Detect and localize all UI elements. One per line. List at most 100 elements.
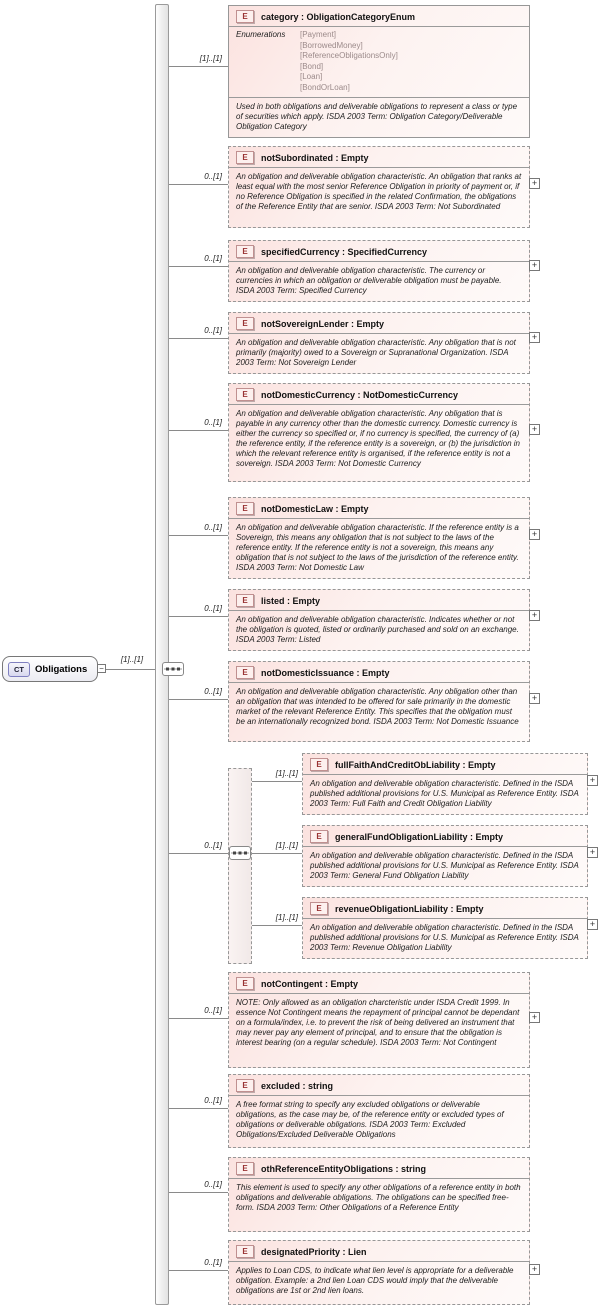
connector-line bbox=[169, 853, 230, 854]
expand-button-notDomesticIssuance[interactable]: + bbox=[529, 693, 540, 704]
expand-button-fullFaithAndCreditObLiability[interactable]: + bbox=[587, 775, 598, 786]
element-notSovereignLender[interactable]: E notSovereignLender : Empty An obligati… bbox=[228, 312, 530, 374]
connector-line bbox=[169, 699, 229, 700]
connector-line bbox=[169, 338, 229, 339]
collapse-toggle[interactable]: − bbox=[97, 664, 106, 673]
element-annotation: An obligation and deliverable obligation… bbox=[229, 261, 529, 301]
enumeration-value: [Loan] bbox=[300, 72, 323, 82]
enumeration-value: [BorrowedMoney] bbox=[300, 40, 363, 50]
expand-button-notSovereignLender[interactable]: + bbox=[529, 332, 540, 343]
element-icon: E bbox=[236, 245, 254, 258]
element-name: notDomesticLaw bbox=[261, 503, 334, 514]
element-name: excluded bbox=[261, 1080, 301, 1091]
connector-line bbox=[169, 266, 229, 267]
element-icon: E bbox=[236, 151, 254, 164]
connector-line bbox=[106, 669, 163, 670]
element-annotation: An obligation and deliverable obligation… bbox=[303, 846, 587, 886]
element-annotation: A free format string to specify any excl… bbox=[229, 1095, 529, 1145]
cardinality-label: 0..[1] bbox=[204, 1258, 222, 1267]
element-listed[interactable]: E listed : Empty An obligation and deliv… bbox=[228, 589, 530, 651]
connector-line bbox=[169, 1192, 229, 1193]
name-type-separator: : bbox=[333, 152, 341, 163]
element-icon: E bbox=[236, 1245, 254, 1258]
expand-button-notDomesticLaw[interactable]: + bbox=[529, 529, 540, 540]
element-annotation: An obligation and deliverable obligation… bbox=[229, 610, 529, 650]
element-specifiedCurrency[interactable]: E specifiedCurrency : SpecifiedCurrency … bbox=[228, 240, 530, 302]
connector-line bbox=[169, 66, 229, 67]
element-type: Empty bbox=[356, 318, 385, 329]
name-type-separator: : bbox=[467, 831, 476, 842]
connector-line bbox=[169, 1270, 229, 1271]
enumeration-value: [ReferenceObligationsOnly] bbox=[300, 51, 398, 61]
connector-line bbox=[252, 853, 303, 854]
choice-icon bbox=[231, 851, 249, 855]
cardinality-label: 0..[1] bbox=[204, 326, 222, 335]
element-revenueObligationLiability[interactable]: E revenueObligationLiability : Empty An … bbox=[302, 897, 588, 959]
element-generalFundObligationLiability[interactable]: E generalFundObligationLiability : Empty… bbox=[302, 825, 588, 887]
cardinality-label: [1]..[1] bbox=[199, 54, 222, 63]
element-icon: E bbox=[236, 666, 254, 679]
element-icon: E bbox=[310, 902, 328, 915]
element-fullFaithAndCreditObLiability[interactable]: E fullFaithAndCreditObLiability : Empty … bbox=[302, 753, 588, 815]
expand-button-revenueObligationLiability[interactable]: + bbox=[587, 919, 598, 930]
element-type: string bbox=[401, 1163, 427, 1174]
connector-line bbox=[169, 430, 229, 431]
cardinality-label: 0..[1] bbox=[204, 172, 222, 181]
element-category[interactable]: E category : ObligationCategoryEnum Enum… bbox=[228, 5, 530, 138]
element-type: Empty bbox=[456, 903, 484, 914]
element-icon: E bbox=[310, 830, 328, 843]
element-designatedPriority[interactable]: E designatedPriority : Lien Applies to L… bbox=[228, 1240, 530, 1305]
element-icon: E bbox=[236, 10, 254, 23]
expand-button-notDomesticCurrency[interactable]: + bbox=[529, 424, 540, 435]
enumeration-value: [Bond] bbox=[300, 61, 324, 71]
cardinality-label: 0..[1] bbox=[204, 254, 222, 263]
element-othReferenceEntityObligations[interactable]: E othReferenceEntityObligations : string… bbox=[228, 1157, 530, 1232]
expand-button-notSubordinated[interactable]: + bbox=[529, 178, 540, 189]
sequence-compositor-icon bbox=[162, 662, 184, 676]
element-notDomesticCurrency[interactable]: E notDomesticCurrency : NotDomesticCurre… bbox=[228, 383, 530, 482]
element-name: category bbox=[261, 11, 299, 22]
name-type-separator: : bbox=[300, 1080, 309, 1091]
element-name: designatedPriority bbox=[261, 1246, 341, 1257]
element-name: notSubordinated bbox=[261, 152, 333, 163]
expand-button-notContingent[interactable]: + bbox=[529, 1012, 540, 1023]
nested-group-box bbox=[228, 768, 252, 964]
name-type-separator: : bbox=[298, 11, 307, 22]
element-annotation: An obligation and deliverable obligation… bbox=[303, 774, 587, 814]
name-type-separator: : bbox=[322, 978, 331, 989]
element-excluded[interactable]: E excluded : string A free format string… bbox=[228, 1074, 530, 1148]
element-icon: E bbox=[236, 1079, 254, 1092]
complex-type-obligations[interactable]: CT Obligations bbox=[2, 656, 98, 682]
enumeration-value: [Payment] bbox=[300, 30, 337, 39]
element-name: notDomesticCurrency bbox=[261, 389, 356, 400]
element-icon: E bbox=[236, 502, 254, 515]
expand-button-listed[interactable]: + bbox=[529, 610, 540, 621]
element-name: revenueObligationLiability bbox=[335, 903, 449, 914]
name-type-separator: : bbox=[333, 503, 342, 514]
enumeration-value: [BondOrLoan] bbox=[300, 82, 350, 92]
connector-line bbox=[169, 1018, 229, 1019]
element-type: Empty bbox=[341, 152, 369, 163]
element-annotation: NOTE: Only allowed as an obligation char… bbox=[229, 993, 529, 1053]
expand-button-designatedPriority[interactable]: + bbox=[529, 1264, 540, 1275]
name-type-separator: : bbox=[339, 246, 348, 257]
cardinality-label: [1]..[1] bbox=[275, 913, 298, 922]
element-annotation: This element is used to specify any othe… bbox=[229, 1178, 529, 1218]
element-type: Empty bbox=[475, 831, 504, 842]
element-notContingent[interactable]: E notContingent : Empty NOTE: Only allow… bbox=[228, 972, 530, 1068]
element-notDomesticIssuance[interactable]: E notDomesticIssuance : Empty An obligat… bbox=[228, 661, 530, 742]
element-name: listed bbox=[261, 595, 285, 606]
element-type: string bbox=[308, 1080, 334, 1091]
expand-button-specifiedCurrency[interactable]: + bbox=[529, 260, 540, 271]
element-annotation: An obligation and deliverable obligation… bbox=[229, 333, 529, 373]
element-icon: E bbox=[310, 758, 328, 771]
cardinality-label: 0..[1] bbox=[204, 1096, 222, 1105]
expand-button-generalFundObligationLiability[interactable]: + bbox=[587, 847, 598, 858]
element-type: ObligationCategoryEnum bbox=[306, 11, 416, 22]
element-notDomesticLaw[interactable]: E notDomesticLaw : Empty An obligation a… bbox=[228, 497, 530, 579]
connector-line bbox=[252, 781, 303, 782]
element-icon: E bbox=[236, 1162, 254, 1175]
element-notSubordinated[interactable]: E notSubordinated : Empty An obligation … bbox=[228, 146, 530, 228]
element-annotation: Used in both obligations and deliverable… bbox=[229, 97, 529, 137]
